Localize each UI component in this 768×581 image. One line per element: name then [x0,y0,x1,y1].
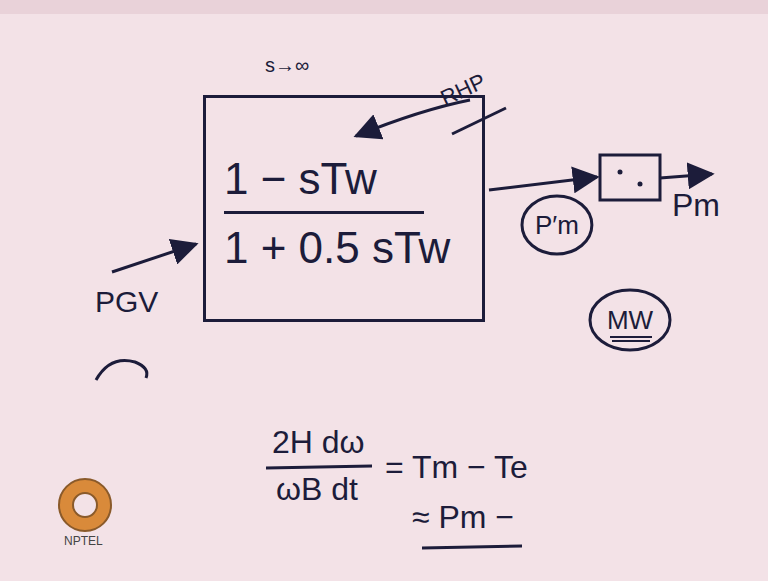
transfer-function-box: 1 − sTw 1 + 0.5 sTw [203,95,485,322]
circled-text: MW [607,306,653,335]
small-block [600,155,660,200]
transfer-function-term: 1 − sTw [224,155,377,203]
fraction-bar [224,211,424,214]
equation-term: ≈ Pm − [412,500,514,535]
board-edge [0,0,768,14]
watermark: NPTEL [64,535,103,548]
equation-term: = Tm − Te [385,450,528,485]
strike-mark [452,108,506,134]
fraction-bar [266,466,372,468]
equation-term: 2H dω [272,425,365,460]
logo-hub [73,493,97,517]
signal-name: PGV [95,285,158,318]
logo-wheel [59,479,111,531]
underline [612,340,650,342]
dot [638,182,643,187]
equation-term: ωB dt [276,472,358,507]
input-arrow [112,244,196,272]
transfer-function-term: 1 + 0.5 sTw [224,224,450,272]
limit-note: s→∞ [265,54,309,76]
rhp-note: RHP [437,69,489,111]
circled-signal: P′m [520,194,594,256]
output-arrow [660,174,712,178]
underline [422,546,522,548]
output-arrow [489,177,597,190]
circled-unit: MW [588,288,672,352]
signal-name: Pm [672,188,720,223]
circle-outline [590,290,670,350]
dot [618,170,623,175]
underline [610,336,652,338]
circled-text: P′m [535,211,579,240]
circle-outline [522,196,592,254]
scribble [96,360,147,380]
